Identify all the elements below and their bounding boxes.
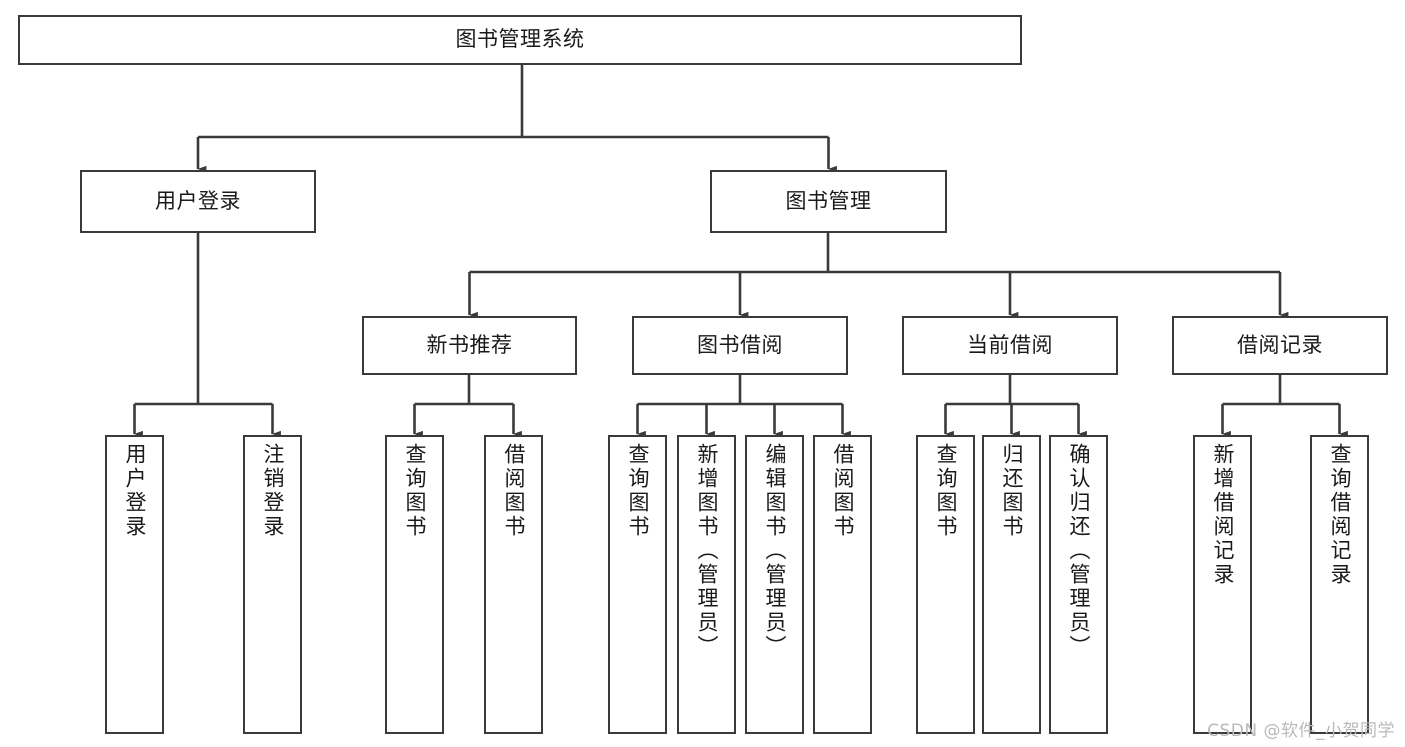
node-leaf-borrow-book-2: 借阅图书	[813, 435, 872, 734]
node-label: 当前借阅	[967, 332, 1053, 357]
node-label: 借阅图书	[502, 443, 526, 539]
node-new-book-rec: 新书推荐	[362, 316, 577, 375]
node-leaf-add-book: 新增图书（管理员）	[677, 435, 736, 734]
node-label: 注销登录	[261, 443, 285, 539]
node-current-borrow: 当前借阅	[902, 316, 1118, 375]
node-leaf-borrow-book-1: 借阅图书	[484, 435, 543, 734]
node-label: 查询图书	[403, 443, 427, 539]
node-label: 新书推荐	[426, 332, 513, 357]
node-label: 图书管理	[785, 188, 872, 213]
node-book-borrow: 图书借阅	[632, 316, 848, 375]
node-leaf-logout: 注销登录	[243, 435, 302, 734]
node-label: 用户登录	[155, 188, 241, 213]
node-label: 借阅图书	[831, 443, 855, 539]
node-leaf-add-record: 新增借阅记录	[1193, 435, 1252, 734]
node-leaf-user-login: 用户登录	[105, 435, 164, 734]
node-leaf-query-book-1: 查询图书	[385, 435, 444, 734]
node-label: 查询图书	[934, 443, 958, 539]
node-leaf-return-book: 归还图书	[982, 435, 1041, 734]
node-label: 新增图书（管理员）	[695, 443, 719, 659]
node-label: 查询图书	[626, 443, 650, 539]
node-root: 图书管理系统	[18, 15, 1022, 65]
node-borrow-record: 借阅记录	[1172, 316, 1388, 375]
node-leaf-query-book-2: 查询图书	[608, 435, 667, 734]
node-leaf-query-record: 查询借阅记录	[1310, 435, 1369, 734]
node-label: 编辑图书（管理员）	[763, 443, 787, 659]
node-label: 新增借阅记录	[1211, 443, 1235, 587]
node-leaf-confirm-return: 确认归还（管理员）	[1049, 435, 1108, 734]
node-book-manage: 图书管理	[710, 170, 947, 233]
node-label: 确认归还（管理员）	[1067, 443, 1091, 659]
node-label: 图书管理系统	[455, 27, 585, 52]
node-label: 查询借阅记录	[1328, 443, 1352, 587]
node-label: 图书借阅	[697, 332, 783, 357]
node-label: 归还图书	[1000, 443, 1024, 539]
node-label: 用户登录	[123, 443, 147, 539]
node-leaf-edit-book: 编辑图书（管理员）	[745, 435, 804, 734]
node-leaf-query-book-3: 查询图书	[916, 435, 975, 734]
node-user-login: 用户登录	[80, 170, 316, 233]
node-label: 借阅记录	[1237, 332, 1323, 357]
